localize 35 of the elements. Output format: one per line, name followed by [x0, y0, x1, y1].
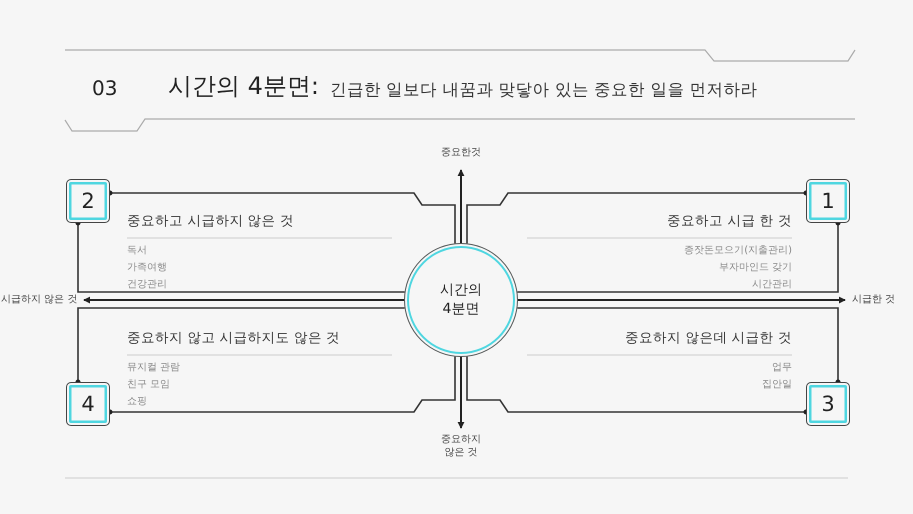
subtitle: 긴급한 일보다 내꿈과 맞닿아 있는 중요한 일을 먼저하라 [330, 80, 758, 101]
connector-line [466, 356, 808, 414]
title: 시간의 4분면: [168, 71, 319, 102]
connector-line [108, 356, 456, 414]
number-badge: 2 [66, 179, 110, 223]
number-badge: 3 [806, 382, 850, 426]
number-badge: 4 [66, 382, 110, 426]
connector-line [517, 307, 840, 384]
axis-label: 시급하지 않은 것 [1, 294, 78, 306]
axis-label: 중요하지 않은 것 [440, 434, 482, 459]
list-item: 부자마인드 갖기 [718, 262, 792, 274]
axis-label: 중요한것 [440, 147, 482, 160]
list-item: 시간관리 [752, 279, 792, 292]
quadrant-heading: 중요하고 시급하지 않은 것 [127, 213, 294, 230]
connector-line [517, 220, 840, 293]
section-number: 03 [92, 76, 118, 101]
list-item: 친구 모임 [127, 379, 170, 392]
list-item: 집안일 [762, 379, 792, 392]
quadrant-heading: 중요하지 않고 시급하지도 않은 것 [127, 330, 340, 347]
connector-line [466, 190, 808, 244]
center-circle: 시간의 4분면 [404, 243, 518, 357]
connector-line [76, 220, 405, 293]
list-item: 건강관리 [127, 279, 167, 292]
quadrant-heading: 중요하지 않은데 시급한 것 [625, 330, 792, 347]
quadrant-heading: 중요하고 시급 한 것 [667, 213, 792, 230]
list-item: 뮤지컬 관람 [127, 362, 180, 374]
list-item: 독서 [127, 245, 147, 258]
list-item: 업무 [772, 362, 792, 374]
connector-line [76, 307, 405, 384]
list-item: 쇼핑 [127, 396, 147, 408]
list-item: 종잣돈모으기(지출관리) [684, 245, 792, 258]
connector-line [108, 190, 456, 244]
list-item: 가족여행 [127, 262, 167, 274]
number-badge: 1 [806, 179, 850, 223]
axis-label: 시급한 것 [852, 294, 896, 306]
